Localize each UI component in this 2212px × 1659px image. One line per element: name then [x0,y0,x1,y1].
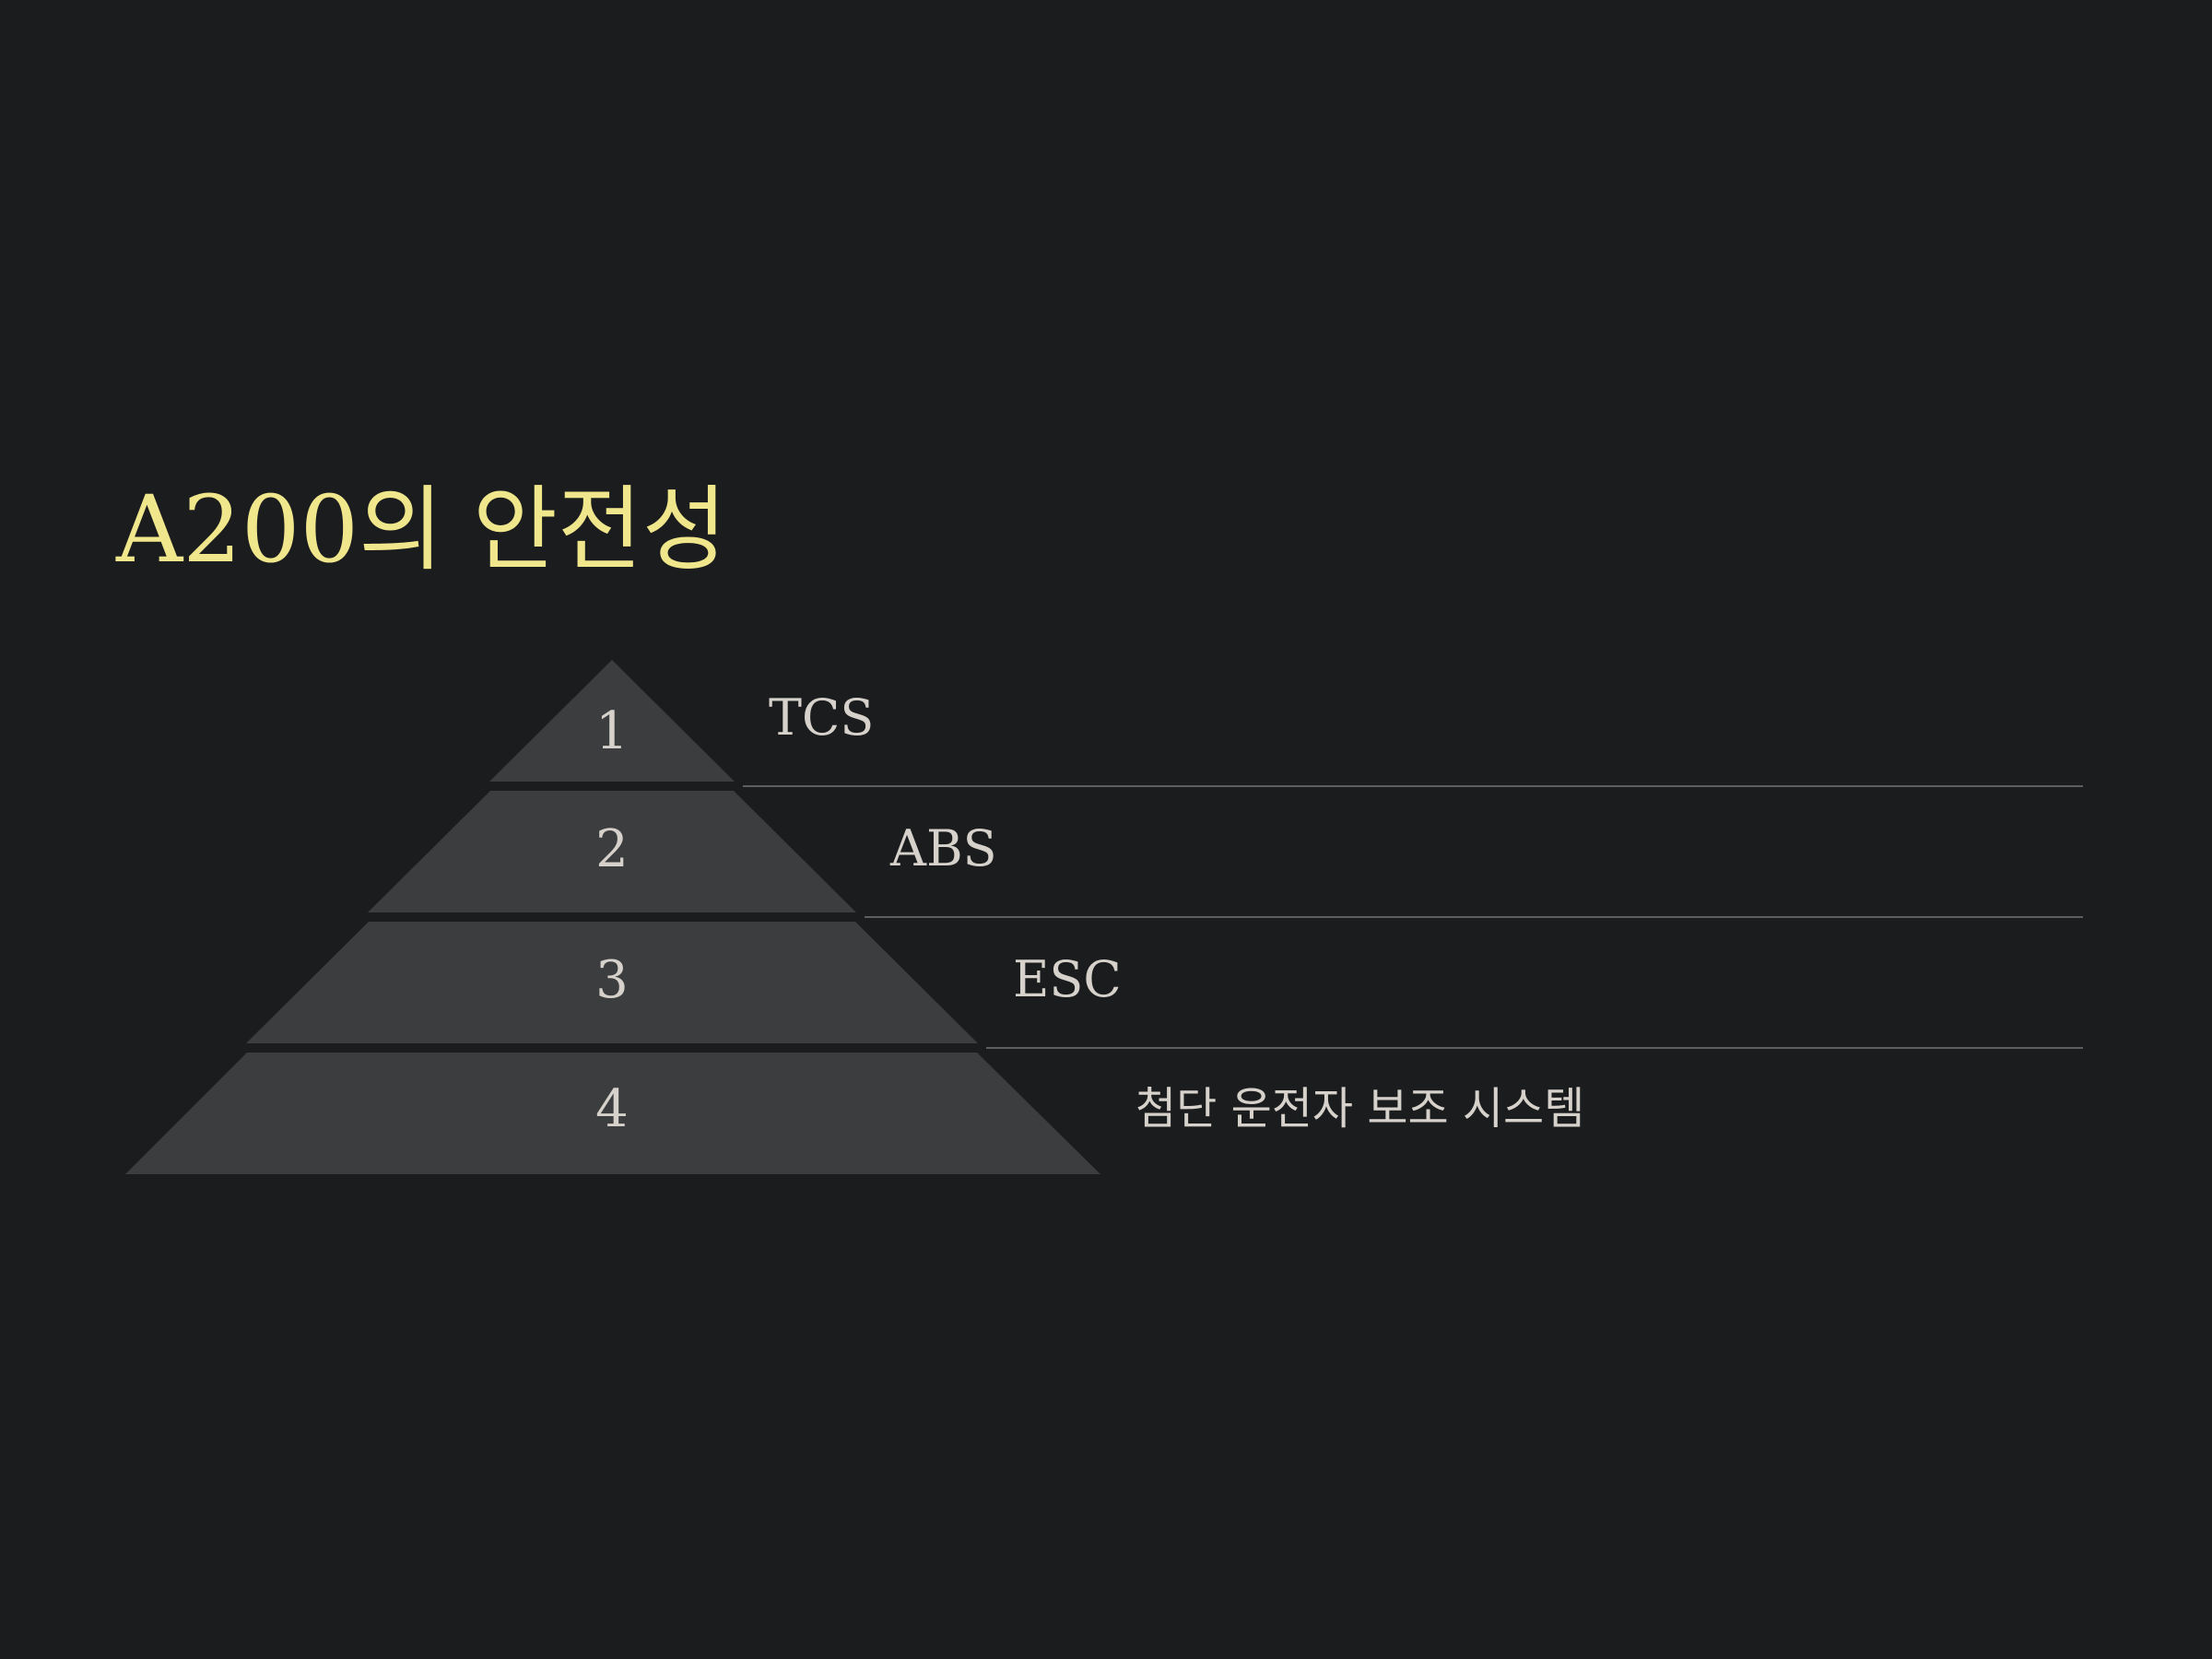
pyramid-tier-3 [246,922,978,1043]
tier-label-4: 첨단 운전자 보조 시스템 [1135,1083,1585,1135]
tier-number-3: 3 [595,950,629,1010]
tier-label-1: TCS [769,688,875,747]
tier-number-1: 1 [595,701,629,761]
tier-label-3: ESC [1013,950,1122,1008]
tier-number-4: 4 [595,1079,629,1139]
slide-title: A200의 안전성 [116,476,727,583]
pyramid-tier-4 [125,1053,1100,1174]
pyramid-tier-1 [489,660,735,782]
pyramid-tier-2 [368,791,856,912]
tier-number-2: 2 [595,819,629,879]
tier-label-2: ABS [890,819,997,877]
